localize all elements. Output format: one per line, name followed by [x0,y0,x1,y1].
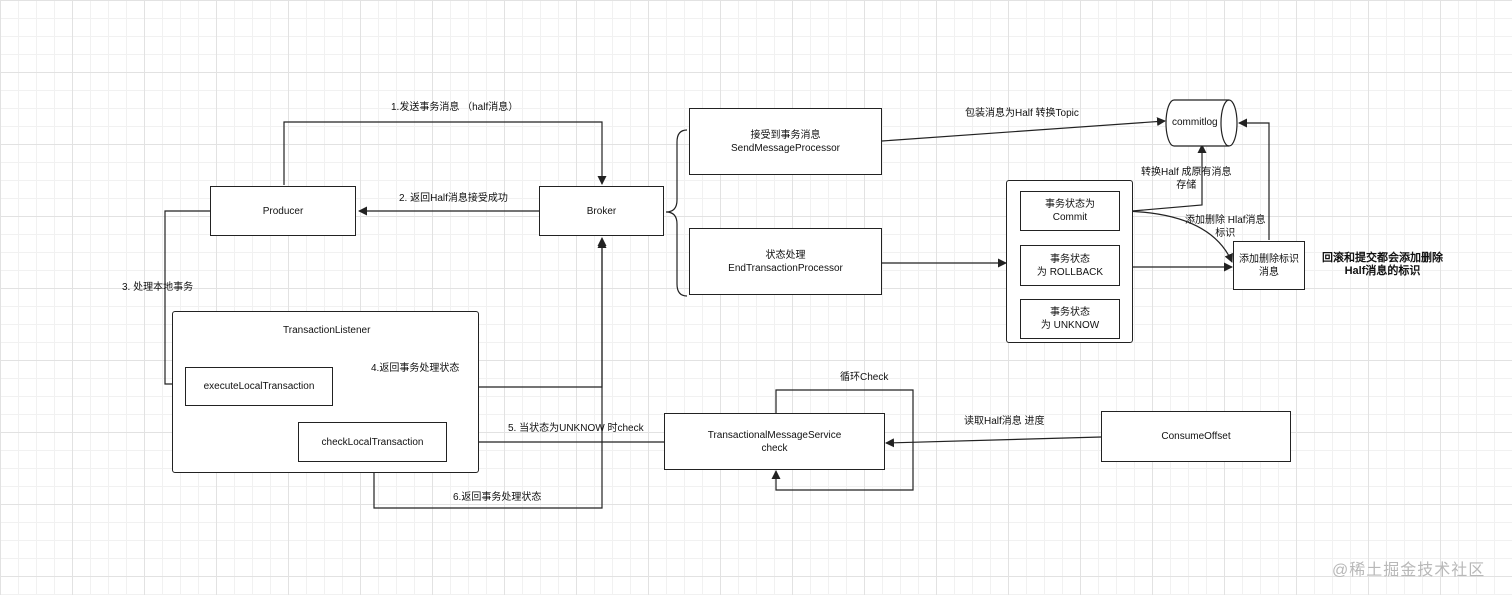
label-add-delete-hlaf: 添加删除 Hlaf消息 标识 [1185,214,1266,240]
add-delete-mark-node[interactable]: 添加删除标识 消息 [1233,241,1305,290]
transaction-listener-title: TransactionListener [283,325,371,336]
edge-loop-check [771,389,914,491]
state-commit-line2: Commit [1052,212,1088,223]
broker-label: Broker [586,205,617,217]
label-add-delete-hlaf-line2: 标识 [1215,228,1236,239]
label-return-half-ok: 2. 返回Half消息接受成功 [399,193,508,204]
label-read-half-progress: 读取Half消息 进度 [964,416,1045,427]
check-local-transaction-label: checkLocalTransaction [321,436,424,448]
producer-label: Producer [262,205,304,217]
send-processor-line1: 接受到事务消息 [750,129,821,141]
edge-return-state-6 [373,239,607,509]
add-delete-mark-line1: 添加删除标识 [1239,253,1299,265]
state-rollback-line2: 为 ROLLBACK [1036,266,1104,278]
state-unknow-line2: 为 UNKNOW [1040,320,1100,331]
label-convert-half-line1: 转换Half 成原有消息 [1141,167,1232,178]
send-message-processor-node[interactable]: 接受到事务消息 SendMessageProcessor [689,108,882,175]
broker-brace [665,129,688,297]
state-commit-node[interactable]: 事务状态为 Commit [1020,191,1120,231]
label-when-unknow: 5. 当状态为UNKNOW 时check [508,423,644,434]
end-transaction-processor-node[interactable]: 状态处理 EndTransactionProcessor [689,228,882,295]
label-process-local: 3. 处理本地事务 [122,282,194,293]
consume-offset-label: ConsumeOffset [1161,431,1231,442]
state-unknow-node[interactable]: 事务状态 为 UNKNOW [1020,299,1120,339]
label-send-half: 1.发送事务消息 （half消息） [391,102,519,113]
label-convert-half-line2: 存储 [1176,180,1197,191]
tms-line2: check [761,442,788,454]
producer-node[interactable]: Producer [210,186,356,236]
execute-local-transaction-node[interactable]: executeLocalTransaction [185,367,333,406]
state-unknow-line1: 事务状态 [1050,307,1090,318]
edge-send-half [283,121,607,185]
watermark: @稀土掘金技术社区 [1332,562,1486,579]
label-rollback-commit-note: 回滚和提交都会添加删除 Half消息的标识 [1322,252,1443,278]
commitlog-label: commitlog [1172,117,1218,128]
label-rollback-commit-line2: Half消息的标识 [1344,265,1421,277]
edge-convert-half [1131,144,1207,212]
edge-read-progress [885,436,1102,448]
label-wrap-half-topic: 包装消息为Half 转换Topic [965,108,1079,119]
label-return-state-6: 6.返回事务处理状态 [453,492,542,503]
label-rollback-commit-line1: 回滚和提交都会添加删除 [1322,252,1443,264]
label-loop-check: 循环Check [840,372,889,383]
send-processor-line2: SendMessageProcessor [731,142,840,154]
edge-wrap-half [881,117,1166,142]
edge-commit-to-mark [1119,210,1233,263]
tms-line1: TransactionalMessageService [707,429,842,441]
transactional-message-service-node[interactable]: TransactionalMessageService check [664,413,885,470]
edge-mark-to-commitlog [1238,118,1270,240]
state-rollback-line1: 事务状态 [1050,253,1090,265]
label-convert-half: 转换Half 成原有消息 存储 [1141,166,1232,192]
broker-node[interactable]: Broker [539,186,664,236]
end-processor-line1: 状态处理 [765,249,806,261]
state-commit-line1: 事务状态为 [1045,199,1095,210]
state-rollback-node[interactable]: 事务状态 为 ROLLBACK [1020,245,1120,286]
consume-offset-node[interactable]: ConsumeOffset [1101,411,1291,462]
execute-local-transaction-label: executeLocalTransaction [203,381,315,392]
commitlog-cylinder [1165,99,1238,147]
end-processor-line2: EndTransactionProcessor [728,262,843,274]
check-local-transaction-node[interactable]: checkLocalTransaction [298,422,447,462]
label-return-state-4: 4.返回事务处理状态 [371,363,460,374]
add-delete-mark-line2: 消息 [1259,266,1279,278]
label-add-delete-hlaf-line1: 添加删除 Hlaf消息 [1185,215,1266,226]
